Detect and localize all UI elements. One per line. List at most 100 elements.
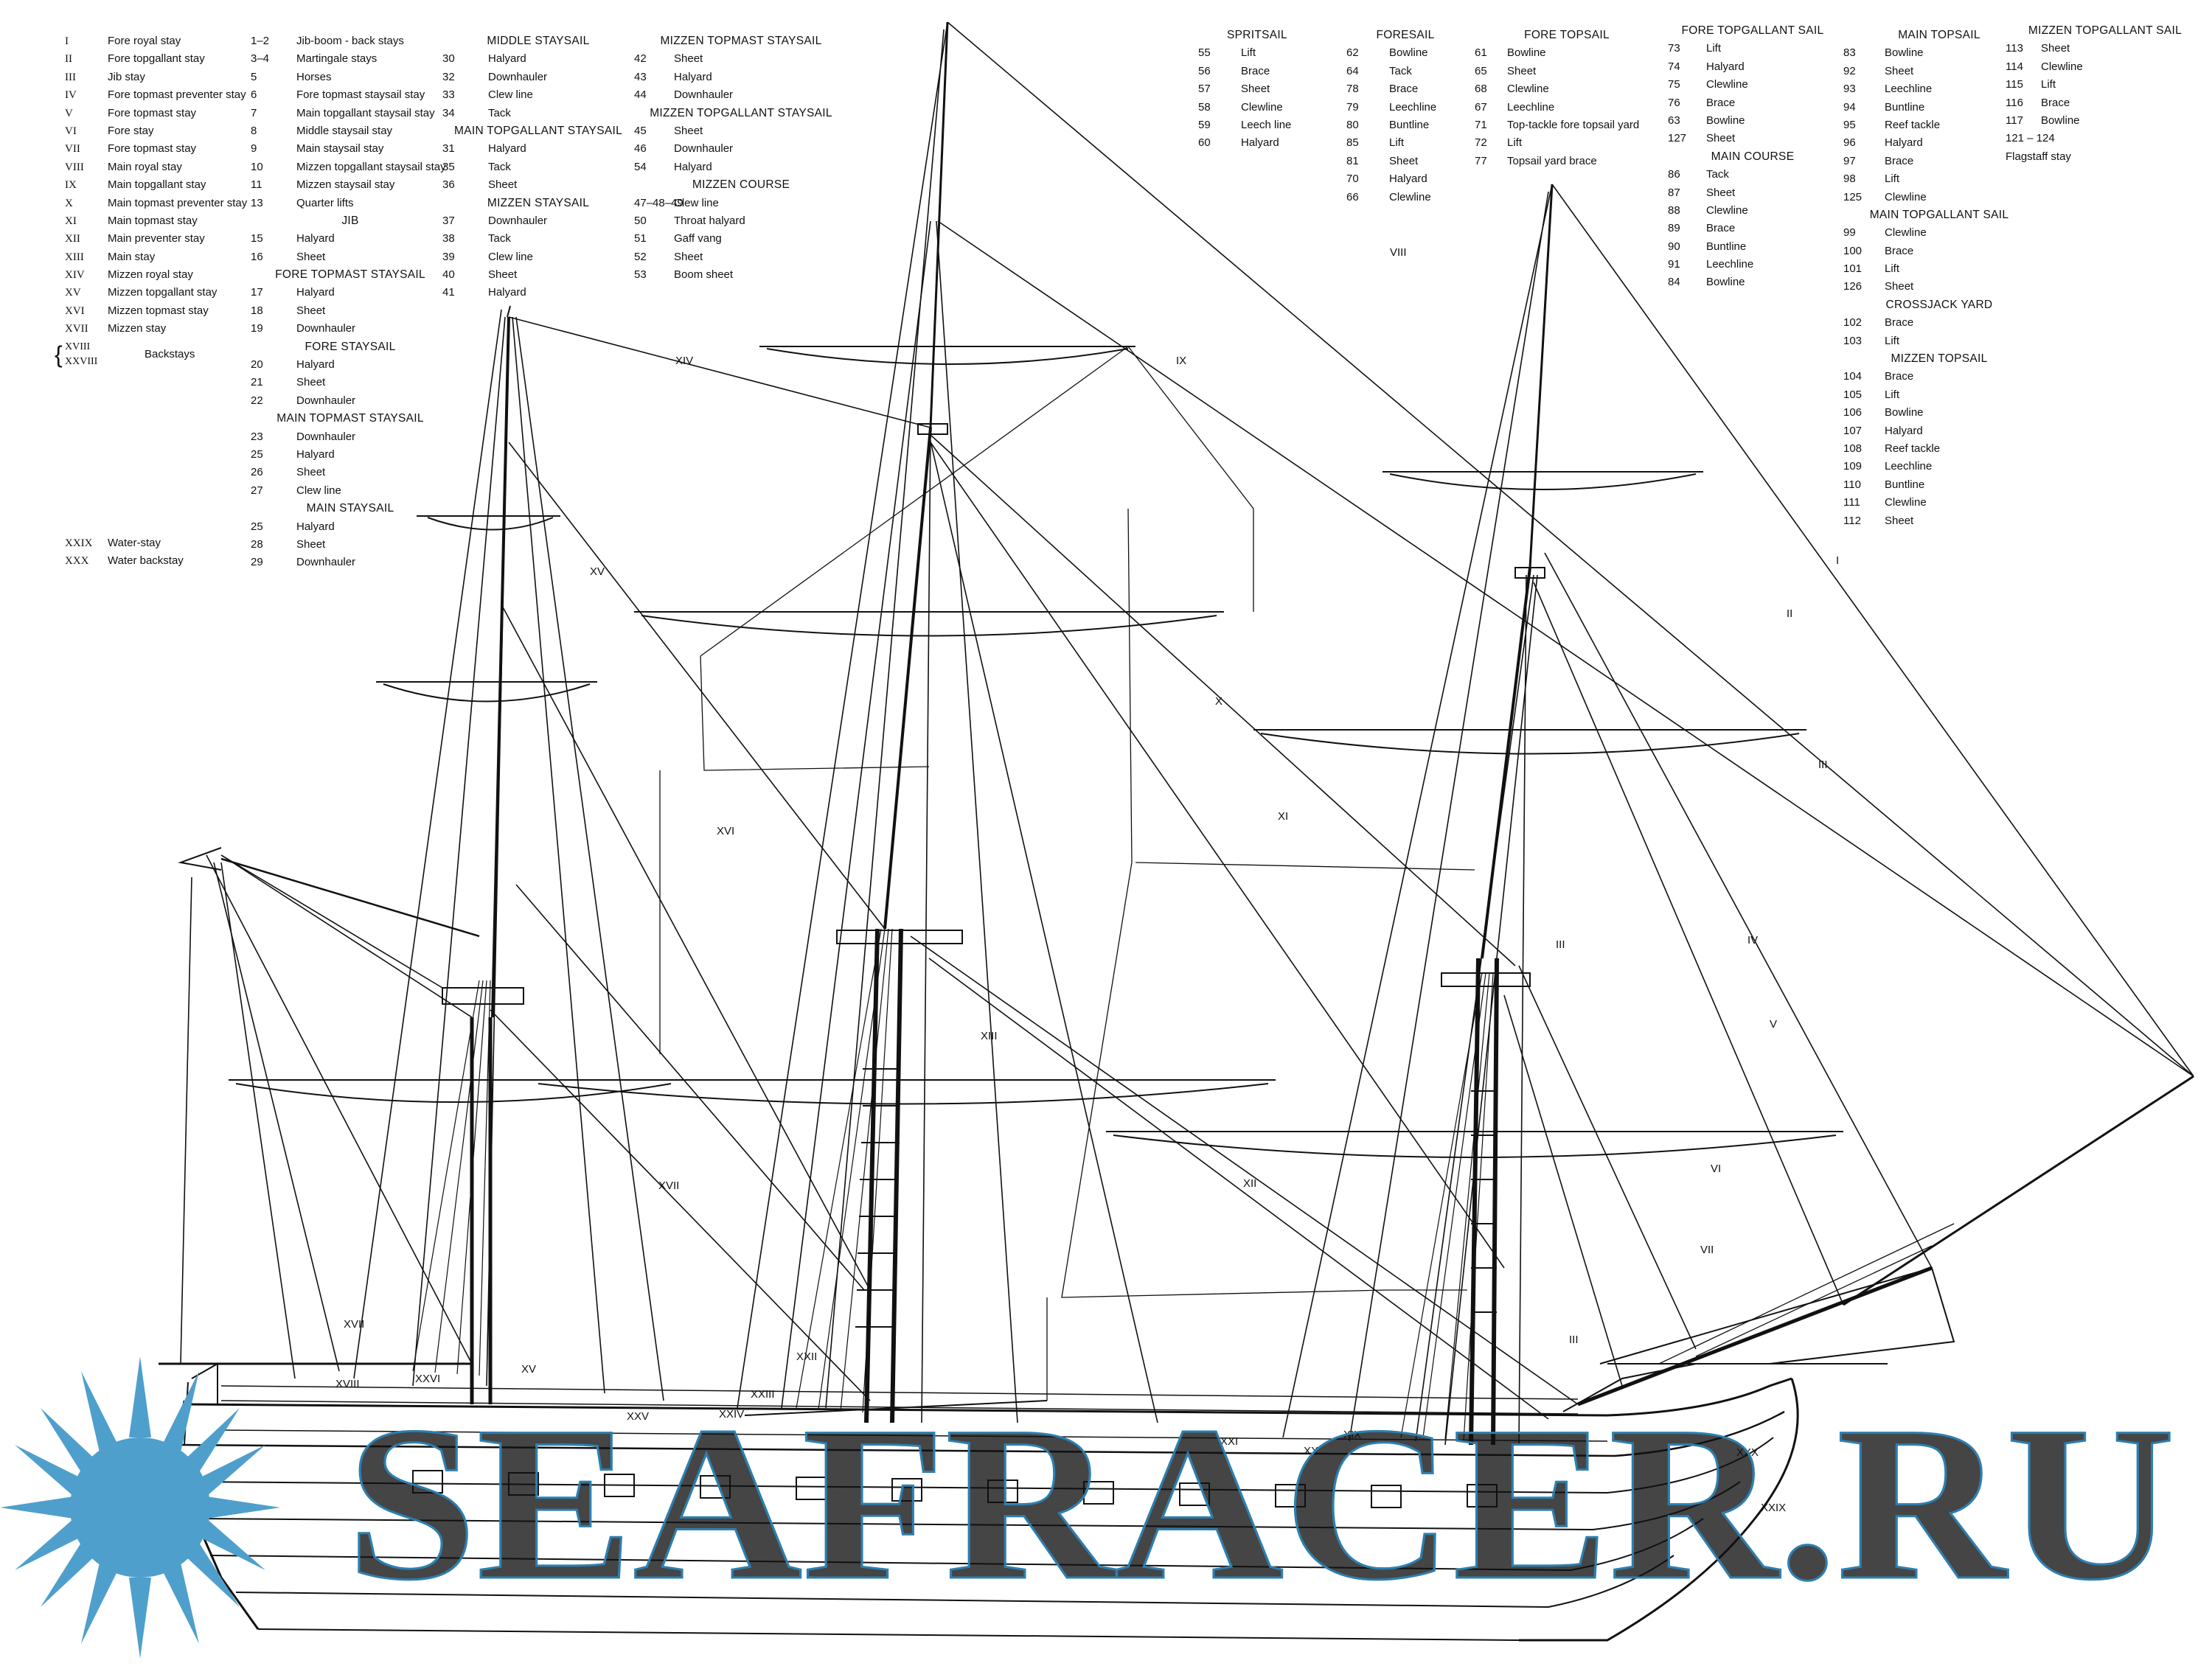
legend-num: 8 (251, 124, 257, 137)
legend-label: Sheet (674, 250, 703, 263)
legend-num: 71 (1475, 118, 1487, 131)
legend-num: 84 (1668, 276, 1680, 289)
legend-label: Tack (1389, 64, 1412, 77)
legend-num: XXX (65, 555, 89, 568)
legend-label: Buntline (1706, 240, 1747, 253)
legend-num: 30 (442, 52, 455, 66)
legend-label: Tack (488, 106, 511, 119)
legend-num: 112 (1843, 514, 1861, 527)
legend-num: 94 (1843, 100, 1856, 114)
legend-num: 75 (1668, 78, 1680, 91)
legend-label: Sheet (296, 304, 326, 317)
legend-num: 117 (2006, 114, 2023, 127)
legend-label: Downhauler (674, 142, 734, 156)
legend-label: Halyard (296, 520, 335, 533)
legend-num: VI (65, 125, 77, 137)
legend-label: Halyard (1885, 136, 1923, 150)
legend-num: 3–4 (251, 52, 270, 66)
callout: XXI (1220, 1435, 1238, 1448)
legend-num: 105 (1843, 388, 1863, 401)
legend-num: IV (65, 89, 77, 102)
legend-num: 126 (1843, 280, 1863, 293)
legend-section-title: MIZZEN TOPSAIL (1891, 352, 1988, 366)
legend-num: 74 (1668, 60, 1680, 73)
legend-num: 35 (442, 160, 455, 173)
legend-num: 81 (1346, 154, 1359, 167)
legend-num: 31 (442, 142, 455, 156)
callout: II (1787, 607, 1792, 620)
legend-num: 52 (634, 250, 647, 263)
legend-num: 15 (251, 232, 263, 245)
legend-label: Sheet (296, 250, 326, 263)
legend-label: Mizzen topgallant stay (108, 286, 218, 299)
sun-icon (0, 1356, 280, 1659)
legend-label: Leechline (1706, 258, 1754, 271)
legend-section-title: MAIN STAYSAIL (306, 502, 394, 515)
callout: XV (590, 565, 605, 578)
backstays-label: Backstays (145, 347, 195, 360)
legend-num: I (65, 35, 69, 47)
legend-num: 55 (1198, 46, 1211, 60)
legend-num: 109 (1843, 460, 1863, 473)
callout: XI (1278, 810, 1288, 823)
legend-label: Clew line (488, 88, 533, 102)
legend-num: 88 (1668, 203, 1680, 217)
legend-label: Sheet (1885, 514, 1914, 527)
legend-label: Main topmast preventer stay (108, 196, 248, 209)
callout: XXIV (719, 1408, 744, 1421)
legend-label: Clewline (1706, 203, 1748, 217)
legend-num: X (65, 197, 73, 209)
legend-label: Main staysail stay (296, 142, 384, 156)
legend-num: XI (65, 215, 77, 227)
legend-num: 36 (442, 178, 455, 192)
legend-label: Sheet (296, 376, 326, 389)
legend-label: Downhauler (296, 322, 356, 335)
legend-label: Halyard (1885, 424, 1923, 437)
legend-num: 6 (251, 88, 257, 102)
legend-section-title: SPRITSAIL (1227, 29, 1287, 41)
legend-label: Halyard (1389, 172, 1427, 186)
legend-num: 108 (1843, 442, 1863, 455)
legend-label: Sheet (1885, 64, 1914, 77)
legend-num: 90 (1668, 240, 1680, 253)
legend-num: XXIX (65, 537, 93, 549)
legend-label: Clewline (1241, 100, 1283, 114)
legend-num: 7 (251, 106, 257, 119)
legend-num: II (65, 53, 72, 66)
legend-label: Boom sheet (674, 268, 734, 282)
legend-label: Halyard (1706, 60, 1745, 73)
legend-label: Tack (1706, 168, 1729, 181)
legend-section-title: CROSSJACK YARD (1885, 298, 1993, 311)
